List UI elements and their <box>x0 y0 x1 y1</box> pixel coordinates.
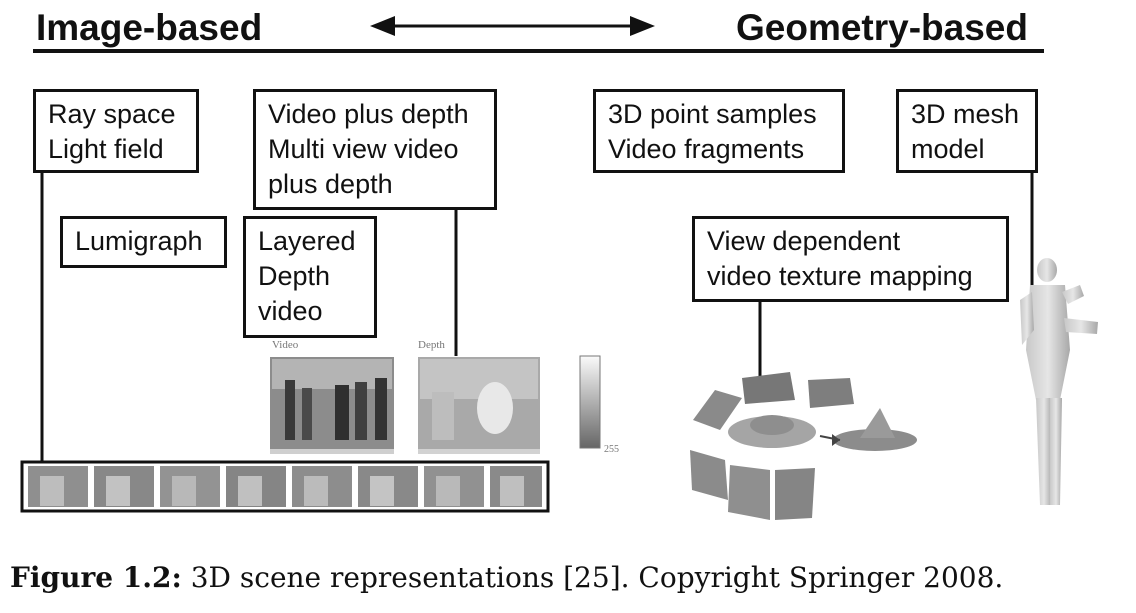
depth-label: Depth <box>418 339 445 351</box>
light-field-filmstrip <box>20 460 550 513</box>
double-arrow-icon <box>370 16 655 36</box>
depth-scale-bar <box>579 355 601 449</box>
view-dependent-box: View dependent video texture mapping <box>692 216 1009 302</box>
video-label: Video <box>272 339 299 351</box>
caption-text: 3D scene representations [25]. Copyright… <box>181 561 1004 594</box>
header-rule <box>33 49 1044 53</box>
ray-space-box: Ray space Light field <box>33 89 199 173</box>
texture-mapping-image <box>690 372 917 520</box>
image-based-heading: Image-based <box>36 7 263 48</box>
caption-label: Figure 1.2: <box>10 561 182 594</box>
figure-caption: Figure 1.2: 3D scene representations [25… <box>10 558 1003 598</box>
3d-mesh-person-image <box>1020 258 1098 505</box>
point-samples-box: 3D point samples Video fragments <box>593 89 845 173</box>
mesh-model-box: 3D mesh model <box>896 89 1038 173</box>
geometry-based-heading: Geometry-based <box>736 7 1028 48</box>
lumigraph-box: Lumigraph <box>60 216 227 268</box>
depth-map-image <box>418 357 540 454</box>
scale-max-label: 255 <box>604 444 619 455</box>
layered-depth-box: Layered Depth video <box>243 216 377 338</box>
video-plus-depth-box: Video plus depth Multi view video plus d… <box>253 89 497 210</box>
video-frame-image <box>270 357 394 454</box>
